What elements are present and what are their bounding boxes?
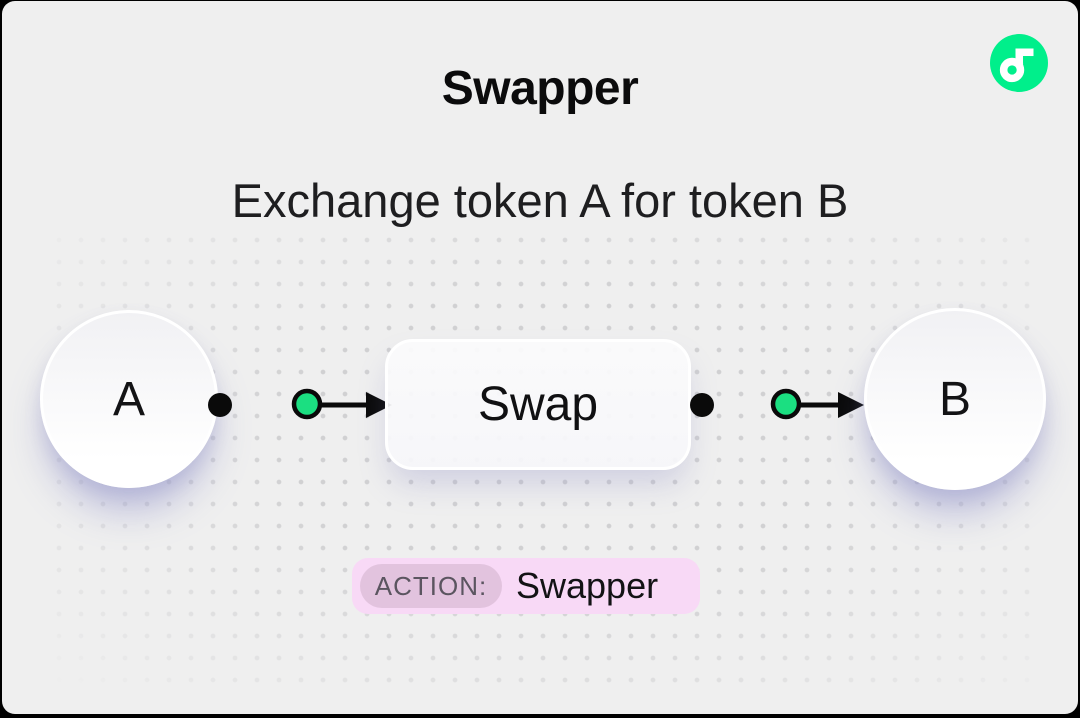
flow-logo-svg — [990, 34, 1048, 92]
start-dot-icon — [208, 393, 232, 417]
arrowhead-icon — [838, 392, 864, 418]
arrow-swap-to-b — [690, 388, 864, 420]
page-subtitle: Exchange token A for token B — [231, 174, 849, 227]
action-badge-value: Swapper — [516, 565, 659, 606]
flow-logo-ring — [999, 57, 1025, 83]
arrow-a-to-swap — [208, 388, 392, 420]
flow-logo-stem — [1015, 48, 1024, 68]
flow-logo-bar — [1015, 48, 1034, 57]
flow-logo-icon — [990, 34, 1048, 92]
action-badge-label: ACTION: — [360, 564, 502, 608]
swap-process-label: Swap — [477, 378, 599, 431]
flow-logo-notch — [1023, 56, 1031, 63]
page-title: Swapper — [441, 62, 639, 115]
token-node-b-label: B — [938, 372, 971, 426]
token-node-a-label: A — [112, 372, 145, 426]
arrowhead-icon — [366, 392, 392, 418]
start-dot-icon — [690, 393, 714, 417]
connector-node-icon — [291, 388, 323, 420]
token-node-b: B — [864, 308, 1046, 490]
action-badge: ACTION: Swapper — [352, 558, 700, 614]
token-node-a: A — [40, 310, 218, 488]
connector-node-icon — [770, 388, 802, 420]
swap-process-box: Swap — [385, 339, 691, 470]
